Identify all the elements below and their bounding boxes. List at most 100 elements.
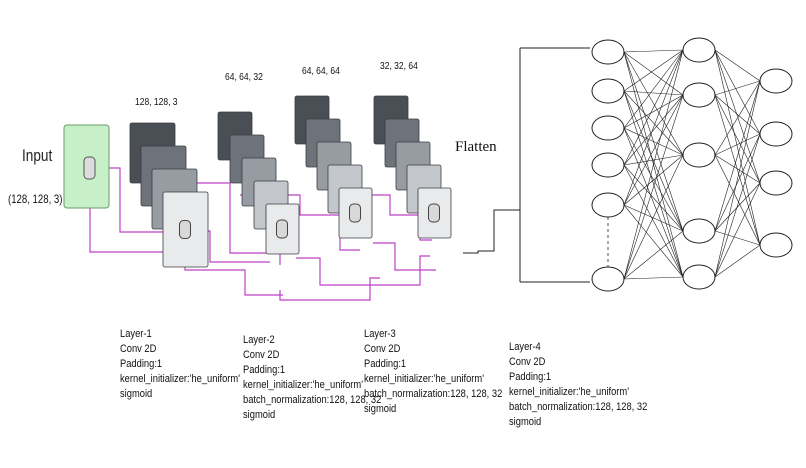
- dense-neuron: [759, 170, 793, 196]
- dense-neuron: [591, 115, 625, 141]
- input-kernel-window: [83, 156, 96, 180]
- dense-edge: [623, 49, 684, 206]
- dense-edge: [714, 133, 761, 232]
- dense-edge: [623, 154, 684, 206]
- kernel-window: [428, 203, 440, 223]
- dense-edge: [623, 49, 684, 280]
- layer-3-info-line: Conv 2D: [364, 343, 401, 355]
- conv-blocks: [129, 95, 452, 268]
- dense-edge: [623, 49, 684, 53]
- layer-1-info-line: sigmoid: [120, 388, 153, 400]
- layer-2-info-line: Layer-2: [243, 334, 275, 346]
- dense-neuron: [591, 39, 625, 65]
- dense-neuron: [591, 152, 625, 178]
- layer-4-info-line: batch_normalization:128, 128, 32: [509, 401, 648, 413]
- layer-3-info-line: batch_normalization:128, 128, 32: [364, 388, 503, 400]
- input-shape-label: (128, 128, 3): [8, 192, 63, 206]
- dense-edge: [623, 204, 684, 232]
- dense-neuron: [682, 142, 716, 168]
- dense-edge: [623, 90, 684, 96]
- flatten-label: Flatten: [455, 139, 497, 155]
- layer-3-info-line: Padding:1: [364, 358, 407, 370]
- block-1-dims: 128, 128, 3: [135, 97, 178, 108]
- dense-edge: [623, 94, 684, 129]
- dense-edge: [623, 49, 684, 129]
- dense-edge: [714, 154, 761, 246]
- dense-neuron: [682, 218, 716, 244]
- dense-edge: [623, 164, 684, 278]
- dense-edge: [714, 80, 761, 156]
- dense-edge: [623, 94, 684, 206]
- dense-edge: [623, 230, 684, 280]
- dense-edge: [623, 90, 684, 278]
- skip-connections: [89, 167, 436, 301]
- layer-4-info-line: sigmoid: [509, 416, 542, 428]
- dense-network: [591, 37, 793, 292]
- layer-2-info-line: Conv 2D: [243, 349, 280, 361]
- dense-neuron: [682, 37, 716, 63]
- dense-edge: [623, 154, 684, 166]
- dense-edge: [623, 276, 684, 280]
- layer-3-info-line: kernel_initializer:'he_uniform': [364, 373, 484, 385]
- dense-edge: [714, 49, 761, 82]
- layer-3-info-line: sigmoid: [364, 403, 397, 415]
- layer-1-info: Layer-1 Conv 2D Padding:1 kernel_initial…: [120, 327, 240, 402]
- dense-edge: [623, 51, 684, 156]
- layer-4-info: Layer-4 Conv 2D Padding:1 kernel_initial…: [509, 340, 647, 430]
- dense-neuron: [759, 232, 793, 258]
- dense-edge: [623, 49, 684, 166]
- dense-edge: [714, 244, 761, 278]
- dense-edge: [714, 49, 761, 184]
- dense-edge: [714, 133, 761, 278]
- dense-edge: [623, 204, 684, 278]
- flatten-link: [463, 209, 520, 254]
- skip-connection: [240, 194, 360, 251]
- block-3-dims: 64, 64, 64: [302, 66, 340, 77]
- layer-3-info-line: Layer-3: [364, 328, 396, 340]
- dense-edge: [623, 127, 684, 278]
- dense-neuron: [682, 82, 716, 108]
- skip-connection: [373, 242, 436, 271]
- skip-connection: [175, 182, 281, 265]
- layer-4-info-line: Conv 2D: [509, 356, 546, 368]
- dense-edge: [714, 80, 761, 232]
- kernel-window: [276, 219, 288, 239]
- dense-edge: [623, 154, 684, 280]
- dense-edge: [714, 133, 761, 156]
- dense-edge: [714, 94, 761, 135]
- layer-1-info-line: Conv 2D: [120, 343, 157, 355]
- dense-neuron: [682, 264, 716, 290]
- layer-4-info-line: Padding:1: [509, 371, 552, 383]
- dense-edge: [714, 94, 761, 184]
- dense-edge: [714, 94, 761, 246]
- dense-edge: [623, 49, 684, 92]
- layer-2-info: Layer-2 Conv 2D Padding:1 kernel_initial…: [243, 333, 381, 423]
- dense-edge: [714, 230, 761, 246]
- dense-edge: [714, 80, 761, 278]
- dense-neuron: [591, 78, 625, 104]
- layer-1-info-line: kernel_initializer:'he_uniform': [120, 373, 240, 385]
- layer-2-info-line: batch_normalization:128, 128, 32: [243, 394, 382, 406]
- dense-edge: [623, 127, 684, 156]
- dense-neuron: [759, 121, 793, 147]
- layer-2-info-line: sigmoid: [243, 409, 276, 421]
- dense-edge: [714, 49, 761, 246]
- input-title: Input: [22, 146, 53, 165]
- kernel-window: [179, 220, 191, 239]
- layer-2-info-line: Padding:1: [243, 364, 286, 376]
- flatten-lines: [463, 47, 590, 283]
- block-2-dims: 64, 64, 32: [225, 72, 263, 83]
- layer-4-info-line: Layer-4: [509, 341, 541, 353]
- skip-connection: [279, 277, 380, 301]
- input-layer: [63, 124, 110, 209]
- dense-edge: [714, 182, 761, 232]
- dense-neuron: [591, 266, 625, 292]
- dense-neuron: [591, 192, 625, 218]
- dense-neuron: [759, 68, 793, 94]
- dense-edge: [623, 94, 684, 280]
- skip-connection: [340, 194, 432, 241]
- dense-edge: [714, 80, 761, 96]
- dense-edge: [623, 127, 684, 232]
- dense-edge: [623, 94, 684, 166]
